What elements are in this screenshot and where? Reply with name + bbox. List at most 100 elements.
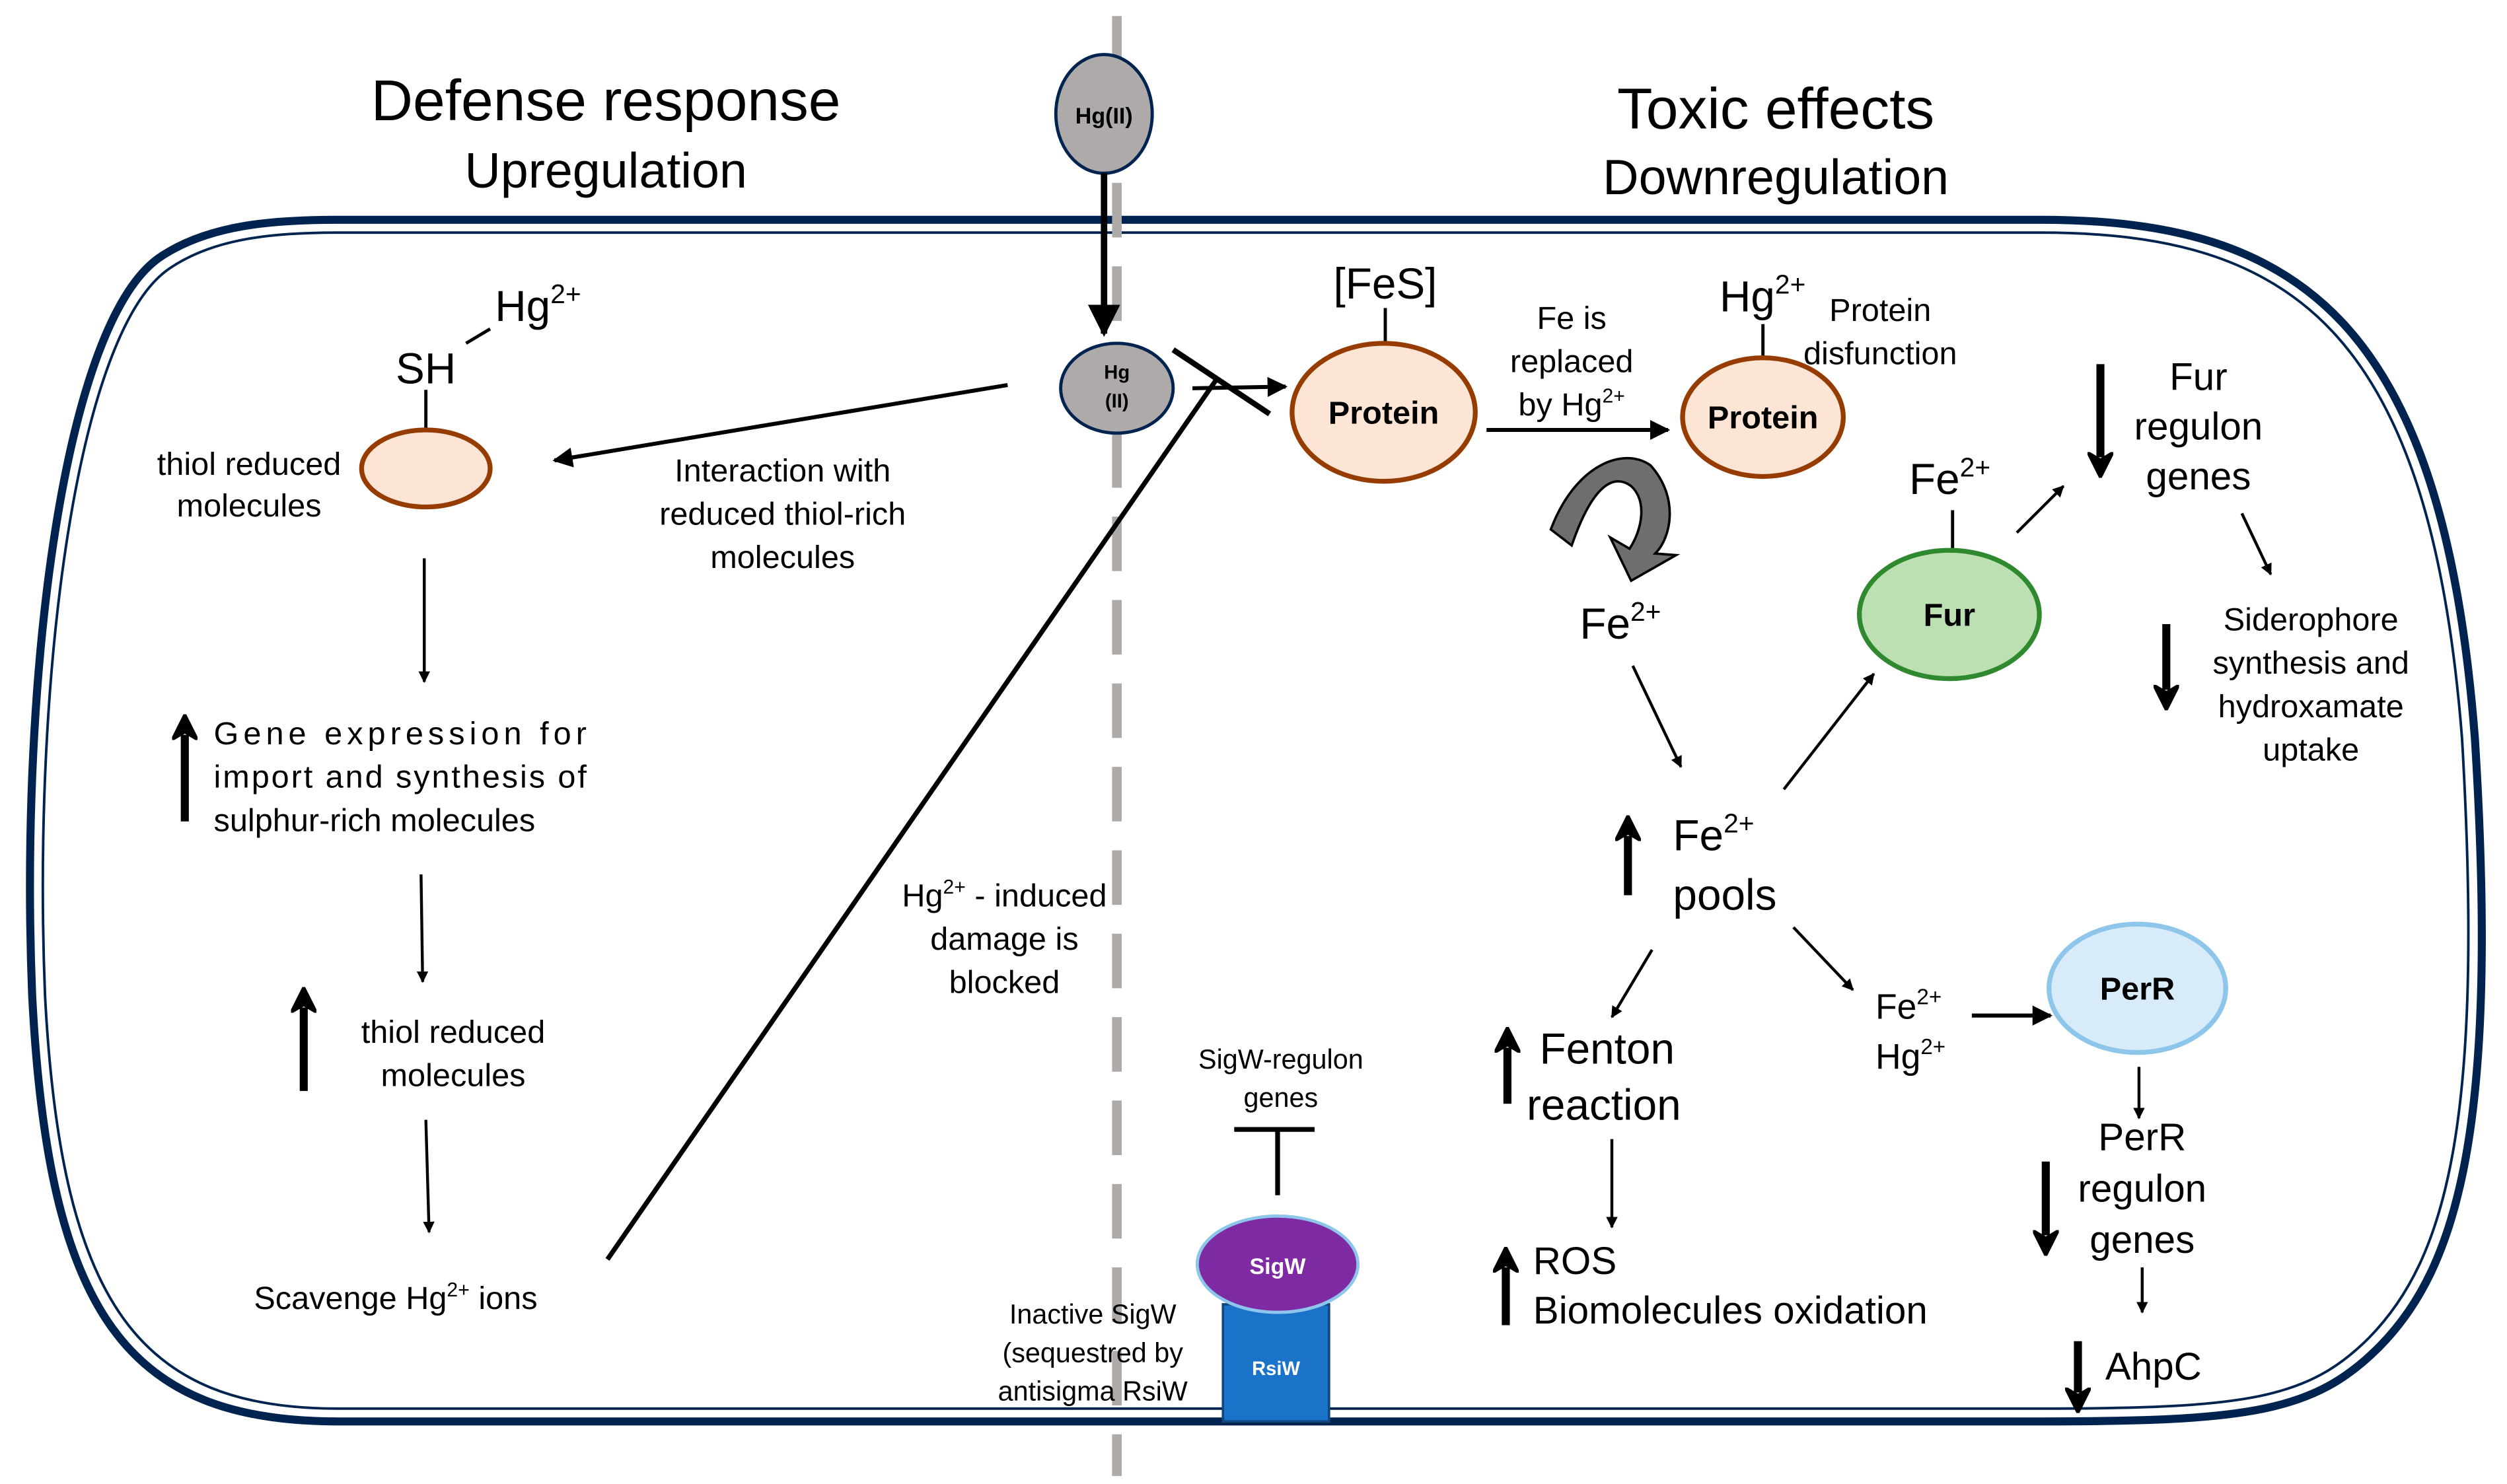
thiol-label-1: thiol reduced bbox=[157, 446, 342, 482]
hg-bound-protein-base: Hg bbox=[1720, 272, 1775, 320]
interaction-label-3: molecules bbox=[710, 540, 855, 575]
scavenge-charge: 2+ bbox=[447, 1279, 469, 1301]
inhibition-bar bbox=[1171, 347, 1272, 417]
replace-label-3: by Hg2+ bbox=[1518, 386, 1624, 423]
protein-fes-label: Protein bbox=[1328, 395, 1439, 431]
pools-charge: 2+ bbox=[1724, 808, 1754, 839]
blocked-label-1: Hg2+ - induced bbox=[902, 876, 1107, 913]
thiol-molecule-node bbox=[359, 427, 493, 510]
protein-fes-node bbox=[1290, 341, 1478, 484]
right-title: Toxic effects bbox=[1617, 76, 1934, 141]
blocked-label-2: damage is bbox=[930, 921, 1078, 957]
hg-bound-protein-charge: 2+ bbox=[1775, 269, 1805, 300]
thiol-to-scavenge-arrow bbox=[423, 1119, 435, 1234]
interaction-label-2: reduced thiol-rich bbox=[659, 496, 906, 532]
ros-label: ROS bbox=[1533, 1240, 1617, 1283]
hg-outside-label: Hg(II) bbox=[1075, 104, 1133, 129]
sigw-genes-label-2: genes bbox=[1244, 1082, 1319, 1113]
sidero-label-4: uptake bbox=[2263, 732, 2359, 767]
gene-label-1: Gene expression for bbox=[214, 716, 587, 752]
pools-to-perr-metals-arrow bbox=[1792, 926, 1854, 991]
fe-released-charge: 2+ bbox=[1630, 596, 1661, 627]
biomolecules-oxidation-label: Biomolecules oxidation bbox=[1533, 1289, 1928, 1332]
gene-label-2: import and synthesis of bbox=[214, 760, 587, 795]
pools-to-fenton-arrow bbox=[1611, 948, 1653, 1018]
fur-genes-to-sidero-arrow bbox=[2240, 512, 2272, 576]
left-subtitle: Upregulation bbox=[464, 143, 747, 198]
fur-node bbox=[1856, 548, 2042, 682]
gene-label-3: sulphur-rich molecules bbox=[214, 802, 536, 838]
fenton-label-2: reaction bbox=[1527, 1081, 1681, 1129]
scavenge-post: ions bbox=[470, 1281, 538, 1316]
fur-genes-label-1: Fur bbox=[2169, 355, 2228, 398]
replace-label-2: replaced bbox=[1510, 344, 1634, 380]
protein-hg-node bbox=[1680, 355, 1846, 479]
thiol-up-label-1: thiol reduced bbox=[361, 1014, 546, 1050]
scavenge-label: Scavenge Hg2+ ions bbox=[254, 1279, 537, 1316]
interaction-label-1: Interaction with bbox=[674, 453, 890, 489]
fe-released-label: Fe2+ bbox=[1580, 596, 1661, 648]
fur-genes-label-2: regulon bbox=[2134, 406, 2263, 448]
fes-label: [FeS] bbox=[1334, 260, 1437, 308]
left-title: Defense response bbox=[371, 68, 841, 133]
replace-charge: 2+ bbox=[1603, 386, 1625, 407]
perr-genes-label-1: PerR bbox=[2098, 1116, 2186, 1159]
hg-outside-node: Hg(II) bbox=[1054, 53, 1154, 175]
perr-hg-label: Hg2+ bbox=[1875, 1035, 1945, 1077]
perr-hg-base: Hg bbox=[1875, 1038, 1920, 1077]
protein-hg-label: Protein bbox=[1708, 400, 1819, 436]
gene-to-thiol-arrow bbox=[416, 874, 429, 983]
fe-release-curved-arrow bbox=[1549, 456, 1681, 583]
sigw-genes-label-1: SigW-regulon bbox=[1198, 1044, 1363, 1075]
fur-fe-label: Fe2+ bbox=[1909, 452, 1990, 503]
inactive-sigw-label-2: (sequestred by bbox=[1002, 1337, 1183, 1368]
ahpc-label: AhpC bbox=[2105, 1345, 2202, 1388]
hg-bound-thiol-label: Hg2+ bbox=[495, 279, 581, 330]
pools-label-2: pools bbox=[1673, 870, 1776, 919]
perr-fe-base: Fe bbox=[1875, 988, 1916, 1027]
hg-to-protein-arrow bbox=[1192, 376, 1288, 398]
fenton-label-1: Fenton bbox=[1540, 1025, 1675, 1073]
blocked-pre: Hg bbox=[902, 878, 943, 914]
inactive-sigw-label-3: antisigma RsiW bbox=[998, 1376, 1188, 1407]
sidero-label-2: synthesis and bbox=[2212, 645, 2409, 681]
dysfunction-label-1: Protein bbox=[1829, 293, 1931, 328]
fur-label: Fur bbox=[1924, 597, 1975, 633]
thiol-up-label-2: molecules bbox=[381, 1058, 526, 1094]
hg-inside-node: Hg (II) bbox=[1059, 341, 1175, 435]
pools-to-fur-arrow bbox=[1782, 672, 1875, 791]
pools-label-1: Fe2+ bbox=[1673, 808, 1754, 860]
perr-genes-label-3: genes bbox=[2089, 1219, 2195, 1261]
sigw-node bbox=[1195, 1214, 1360, 1314]
blocked-label-3: blocked bbox=[949, 965, 1060, 1001]
sidero-label-1: Siderophore bbox=[2224, 602, 2399, 638]
fe-to-pools-arrow bbox=[1631, 665, 1683, 768]
hg-inside-label-1: Hg bbox=[1104, 362, 1130, 383]
perr-genes-label-2: regulon bbox=[2078, 1168, 2206, 1211]
fur-to-genes-arrow bbox=[2016, 485, 2065, 534]
inhibition-line bbox=[605, 375, 1220, 1261]
hg-bound-thiol-base: Hg bbox=[495, 282, 550, 330]
fe-released-base: Fe bbox=[1580, 600, 1630, 648]
perr-label: PerR bbox=[2100, 971, 2175, 1007]
perr-hg-charge: 2+ bbox=[1920, 1035, 1945, 1059]
perr-fe-label: Fe2+ bbox=[1875, 985, 1942, 1027]
sh-hg-bond bbox=[465, 327, 491, 345]
rsiw-node bbox=[1221, 1303, 1330, 1423]
cell-membrane bbox=[26, 215, 2486, 1426]
blocked-post: - induced bbox=[966, 878, 1107, 914]
perr-node bbox=[2047, 921, 2228, 1055]
hg-to-thiol-arrow bbox=[552, 383, 1008, 468]
membrane-inner bbox=[41, 231, 2470, 1410]
replace-label-1: Fe is bbox=[1537, 300, 1606, 336]
replace-pre: by Hg bbox=[1518, 387, 1602, 423]
hg-inside-label-2: (II) bbox=[1105, 391, 1129, 412]
sh-label: SH bbox=[396, 345, 456, 393]
perr-fe-charge: 2+ bbox=[1916, 985, 1942, 1010]
fur-fe-base: Fe bbox=[1909, 455, 1960, 503]
sidero-label-3: hydroxamate bbox=[2218, 689, 2404, 724]
blocked-charge: 2+ bbox=[943, 876, 966, 898]
dysfunction-label-2: disfunction bbox=[1803, 336, 1957, 371]
hg-bound-protein-label: Hg2+ bbox=[1720, 269, 1805, 321]
